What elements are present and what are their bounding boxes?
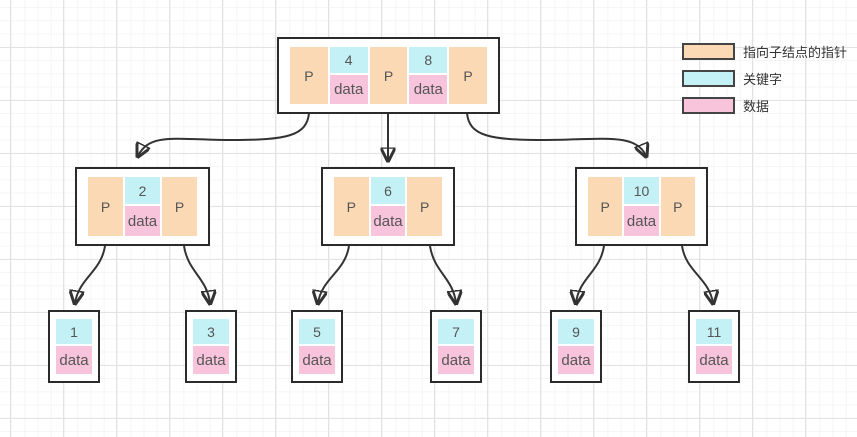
legend-item-data: 数据	[682, 97, 847, 114]
legend-label: 数据	[743, 99, 770, 114]
btree-leaf-node-3: 3 data	[185, 310, 237, 383]
pointer-cell: P	[88, 177, 123, 236]
key-cell: 1	[56, 319, 92, 345]
key-cell: 10	[624, 177, 659, 204]
entry-2: 2 data	[125, 177, 160, 236]
data-cell: data	[370, 206, 406, 236]
arrow-node6-to-leaf7	[429, 245, 456, 303]
legend: 指向子结点的指针 关键字 数据	[682, 43, 847, 124]
btree-internal-node-10: P 10 data P	[575, 167, 708, 246]
key-cell: 2	[125, 177, 160, 204]
entry-6: 6 data	[370, 177, 406, 236]
arrow-node2-to-leaf1	[75, 245, 106, 303]
key-swatch	[682, 70, 735, 87]
key-cell: 5	[299, 319, 335, 345]
pointer-cell: P	[449, 47, 487, 104]
arrow-root-to-node2	[138, 112, 310, 156]
key-cell: 11	[696, 319, 732, 345]
btree-internal-node-6: P 6 data P	[321, 167, 455, 246]
legend-label: 指向子结点的指针	[743, 45, 848, 60]
data-cell: data	[558, 346, 594, 374]
data-cell: data	[624, 206, 659, 236]
data-cell: data	[299, 346, 335, 374]
entry-10: 10 data	[624, 177, 659, 236]
legend-label: 关键字	[743, 72, 783, 87]
legend-item-pointer: 指向子结点的指针	[682, 43, 847, 60]
arrow-node10-to-leaf11	[681, 245, 713, 303]
data-cell: data	[438, 346, 474, 374]
arrow-node6-to-leaf5	[318, 245, 350, 303]
data-cell: data	[56, 346, 92, 374]
data-swatch	[682, 97, 735, 114]
pointer-cell: P	[290, 47, 328, 104]
btree-leaf-node-5: 5 data	[291, 310, 343, 383]
legend-item-key: 关键字	[682, 70, 847, 87]
btree-root-node: P 4 data P 8 data P	[277, 37, 500, 114]
data-cell: data	[193, 346, 229, 374]
btree-leaf-node-11: 11 data	[688, 310, 740, 383]
arrow-node2-to-leaf3	[183, 245, 210, 303]
key-cell: 9	[558, 319, 594, 345]
pointer-cell: P	[369, 47, 408, 104]
arrow-node10-to-leaf9	[576, 245, 605, 303]
btree-leaf-node-9: 9 data	[550, 310, 602, 383]
key-cell: 7	[438, 319, 474, 345]
data-cell: data	[125, 206, 160, 236]
pointer-cell: P	[407, 177, 443, 236]
entry-8: 8 data	[409, 47, 448, 104]
arrow-root-to-node10	[466, 112, 646, 156]
pointer-cell: P	[334, 177, 369, 236]
pointer-cell: P	[660, 177, 695, 236]
pointer-swatch	[682, 43, 735, 60]
key-cell: 6	[370, 177, 406, 204]
key-cell: 8	[409, 47, 448, 74]
entry-4: 4 data	[329, 47, 368, 104]
btree-leaf-node-1: 1 data	[48, 310, 100, 383]
key-cell: 3	[193, 319, 229, 345]
data-cell: data	[329, 75, 368, 104]
data-cell: data	[409, 75, 448, 104]
btree-leaf-node-7: 7 data	[430, 310, 482, 383]
pointer-cell: P	[588, 177, 623, 236]
key-cell: 4	[329, 47, 368, 74]
data-cell: data	[696, 346, 732, 374]
pointer-cell: P	[162, 177, 197, 236]
btree-internal-node-2: P 2 data P	[75, 167, 210, 246]
